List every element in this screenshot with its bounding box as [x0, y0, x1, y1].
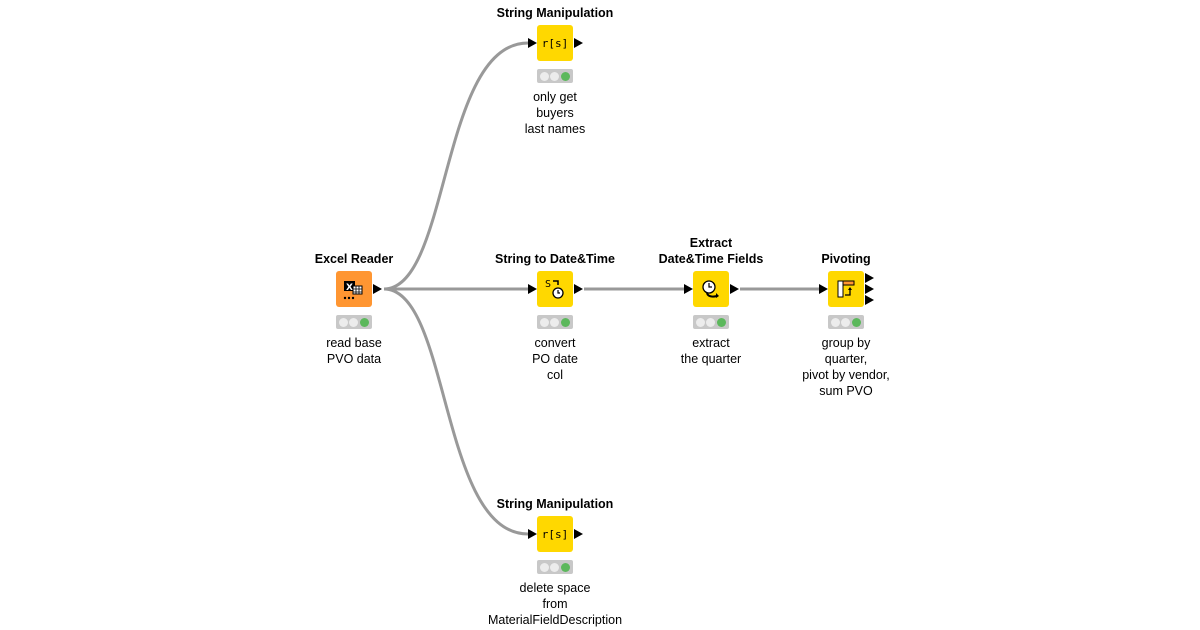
output-port-2[interactable] — [865, 284, 874, 294]
input-port[interactable] — [684, 284, 693, 294]
pivot-table-icon — [828, 271, 864, 307]
node-title: Extract Date&Time Fields — [658, 236, 764, 266]
status-traffic-light — [537, 560, 573, 574]
output-port-1[interactable] — [865, 273, 874, 283]
string-to-clock-icon: S — [537, 271, 573, 307]
svg-text:S: S — [545, 279, 551, 290]
excel-table-icon: X — [336, 271, 372, 307]
output-port[interactable] — [574, 529, 583, 539]
status-traffic-light — [537, 315, 573, 329]
input-port[interactable] — [528, 284, 537, 294]
svg-text:X: X — [346, 283, 353, 293]
node-title: Excel Reader — [314, 252, 394, 266]
output-port-3[interactable] — [865, 295, 874, 305]
string-manipulation-icon: r[s] — [537, 516, 573, 552]
status-traffic-light — [828, 315, 864, 329]
node-title: String Manipulation — [496, 6, 614, 20]
output-port[interactable] — [373, 284, 382, 294]
edge-excel-to-sm2[interactable] — [383, 287, 529, 536]
output-port[interactable] — [574, 38, 583, 48]
status-traffic-light — [537, 69, 573, 83]
input-port[interactable] — [528, 38, 537, 48]
output-port[interactable] — [730, 284, 739, 294]
status-traffic-light — [336, 315, 372, 329]
output-port[interactable] — [574, 284, 583, 294]
input-port[interactable] — [528, 529, 537, 539]
input-port[interactable] — [819, 284, 828, 294]
status-traffic-light — [693, 315, 729, 329]
clock-arrow-icon — [693, 271, 729, 307]
edge-excel-to-sm1[interactable] — [383, 41, 529, 291]
node-title: String to Date&Time — [495, 252, 615, 266]
string-manipulation-icon: r[s] — [537, 25, 573, 61]
node-title: String Manipulation — [496, 497, 614, 511]
node-title: Pivoting — [821, 252, 871, 266]
